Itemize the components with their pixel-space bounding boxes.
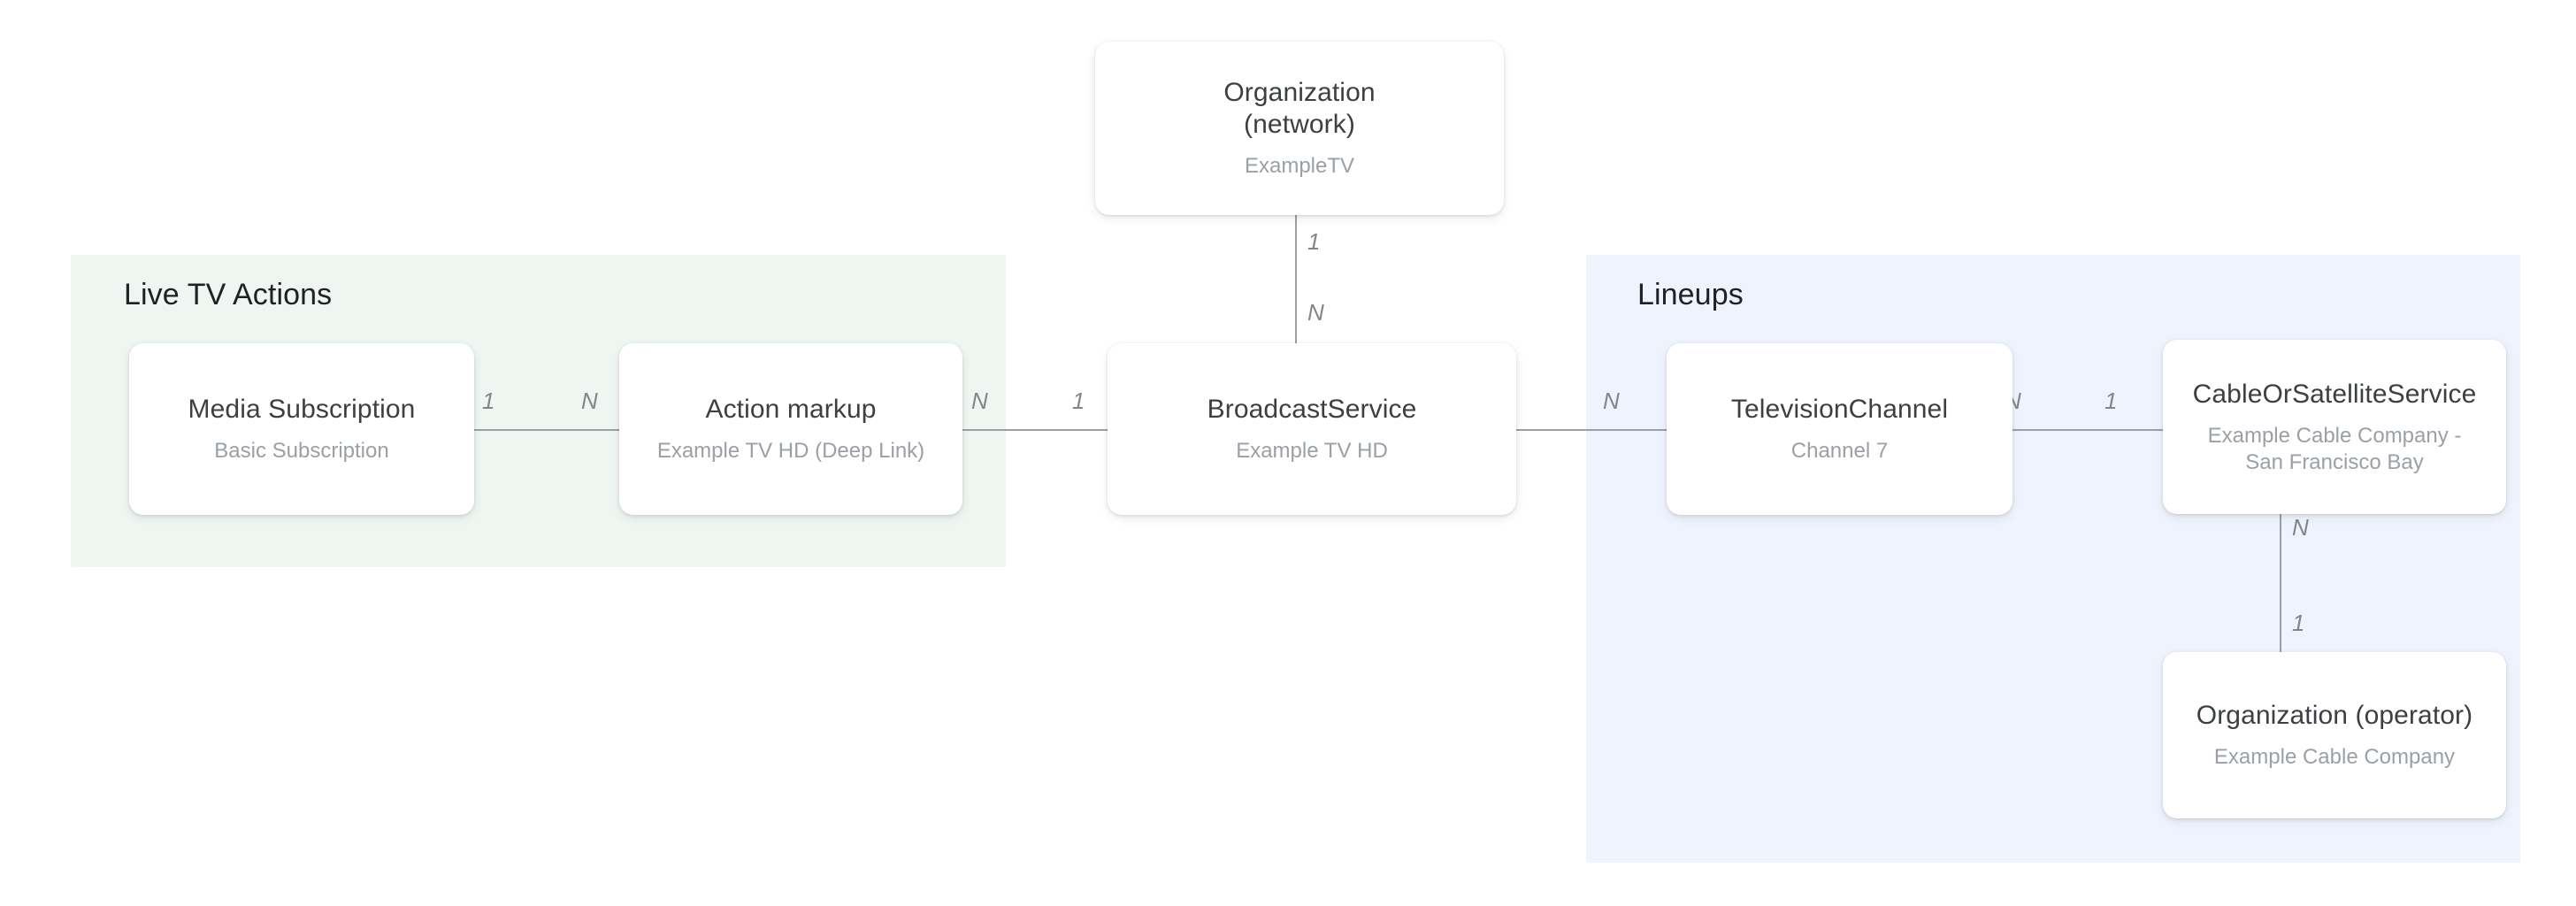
multiplicity-cable-or-satellite-service-1-left: 1 xyxy=(2104,388,2118,414)
node-title: Organization (network) xyxy=(1223,78,1376,139)
node-subtitle: Example Cable Company xyxy=(2213,745,2456,769)
node-title: Organization (operator) xyxy=(2196,701,2473,730)
edge-broadcast-service-to-television-channel xyxy=(1486,429,1669,431)
node-subtitle: Example TV HD (Deep Link) xyxy=(656,439,925,463)
node-title: Action markup xyxy=(705,395,877,424)
edge-action-markup-to-broadcast-service xyxy=(961,429,1108,431)
node-subtitle: Example Cable Company - San Francisco Ba… xyxy=(2207,423,2462,474)
multiplicity-broadcast-service-N-top: N xyxy=(1307,299,1324,326)
node-subtitle: Basic Subscription xyxy=(214,439,389,463)
node-organization-operator[interactable]: Organization (operator) Example Cable Co… xyxy=(2163,652,2506,818)
node-subtitle: Example TV HD xyxy=(1236,439,1388,463)
node-organization-network[interactable]: Organization (network) ExampleTV xyxy=(1095,42,1504,215)
edge-media-subscription-to-action-markup xyxy=(471,429,625,431)
node-action-markup[interactable]: Action markup Example TV HD (Deep Link) xyxy=(619,343,962,515)
edge-organization-network-to-broadcast-service xyxy=(1295,214,1297,343)
multiplicity-organization-operator-1: 1 xyxy=(2292,610,2305,636)
node-title: TelevisionChannel xyxy=(1730,395,1949,424)
node-media-subscription[interactable]: Media Subscription Basic Subscription xyxy=(129,343,474,515)
multiplicity-action-markup-N-right: N xyxy=(971,388,988,414)
node-subtitle: Channel 7 xyxy=(1790,439,1889,463)
node-cable-or-satellite-service[interactable]: CableOrSatelliteService Example Cable Co… xyxy=(2163,340,2506,514)
group-title-live-tv-actions: Live TV Actions xyxy=(124,278,333,311)
multiplicity-broadcast-service-1-left: 1 xyxy=(1072,388,1085,414)
multiplicity-organization-network-1: 1 xyxy=(1307,228,1321,255)
node-title: Media Subscription xyxy=(188,395,416,424)
node-broadcast-service[interactable]: BroadcastService Example TV HD xyxy=(1108,343,1516,515)
multiplicity-television-channel-N-left: N xyxy=(1603,388,1620,414)
multiplicity-cable-or-satellite-service-N-bottom: N xyxy=(2292,514,2309,541)
edge-cable-or-satellite-service-to-organization-operator xyxy=(2280,514,2281,652)
group-title-lineups: Lineups xyxy=(1637,278,1744,311)
node-title: CableOrSatelliteService xyxy=(2192,379,2477,409)
node-television-channel[interactable]: TelevisionChannel Channel 7 xyxy=(1667,343,2012,515)
multiplicity-media-subscription-1: 1 xyxy=(482,388,495,414)
multiplicity-action-markup-N-left: N xyxy=(581,388,598,414)
node-subtitle: ExampleTV xyxy=(1244,154,1355,178)
edge-television-channel-to-cable-or-satellite-service xyxy=(1995,429,2168,431)
node-title: BroadcastService xyxy=(1207,395,1417,424)
